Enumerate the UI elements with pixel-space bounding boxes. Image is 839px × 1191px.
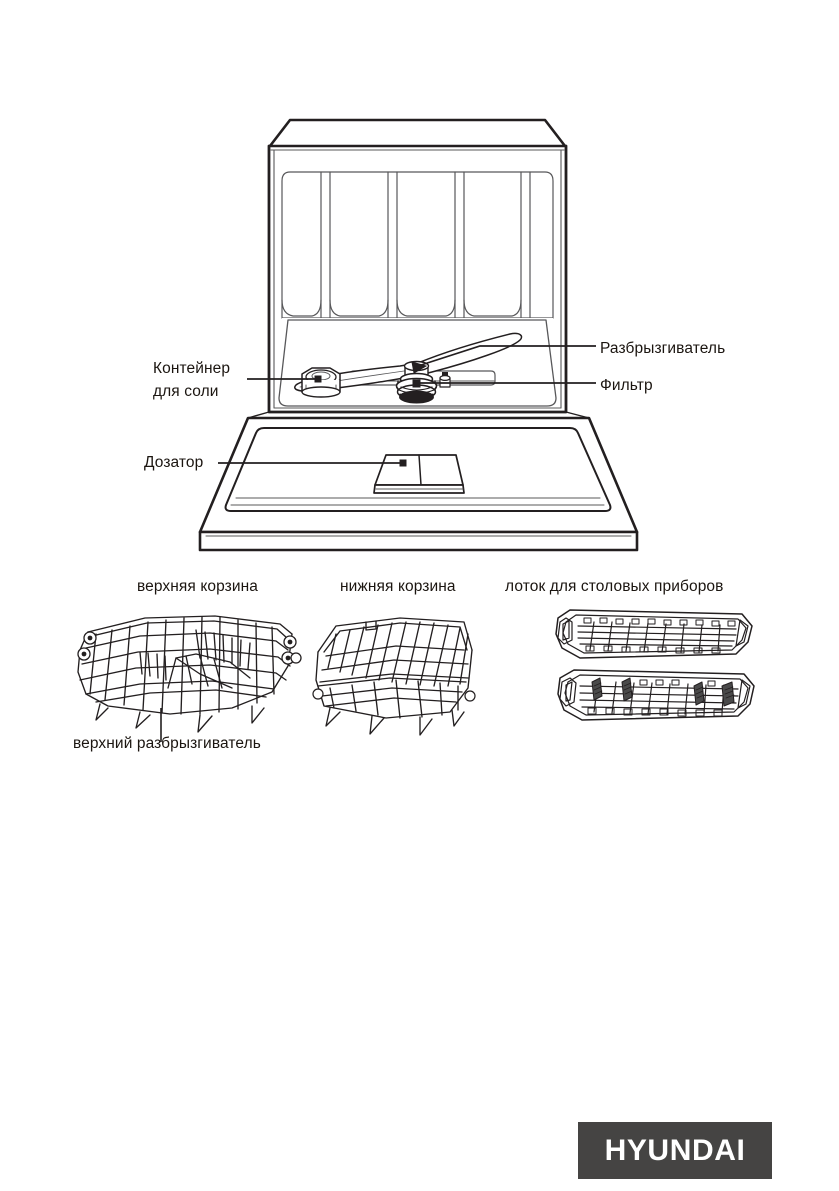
callout-leader-lines <box>218 345 596 467</box>
lower-basket <box>312 617 476 736</box>
tub-back-wall <box>281 171 554 319</box>
dishwasher-diagram <box>198 118 639 552</box>
cutlery-tray-bottom <box>557 669 755 721</box>
callout-label-dispenser: Дозатор <box>144 454 204 471</box>
callout-label-salt-container: Контейнер для соли <box>153 357 230 404</box>
cutlery-tray-top <box>555 609 753 659</box>
hyundai-logo-text: HYUNDAI <box>604 1133 746 1167</box>
caption-lower-basket: нижняя корзина <box>340 578 456 595</box>
callout-label-salt-container-line2: для соли <box>153 383 219 401</box>
leader-spray-arm <box>417 345 596 367</box>
hyundai-logo: HYUNDAI <box>578 1122 772 1179</box>
cabinet-top-panel <box>268 118 567 148</box>
caption-upper-spray-arm: верхний разбрызгиватель <box>73 735 261 752</box>
basket-illustrations <box>77 609 755 742</box>
caption-upper-basket: верхняя корзина <box>137 578 258 595</box>
callout-label-filter: Фильтр <box>600 377 653 394</box>
upper-basket <box>77 615 302 733</box>
dispenser <box>373 454 465 494</box>
callout-label-spray-arm: Разбрызгиватель <box>600 340 726 357</box>
cabinet-body <box>267 144 568 414</box>
caption-cutlery-tray: лоток для столовых приборов <box>505 578 724 595</box>
callout-label-salt-container-line1: Контейнер <box>153 360 231 377</box>
